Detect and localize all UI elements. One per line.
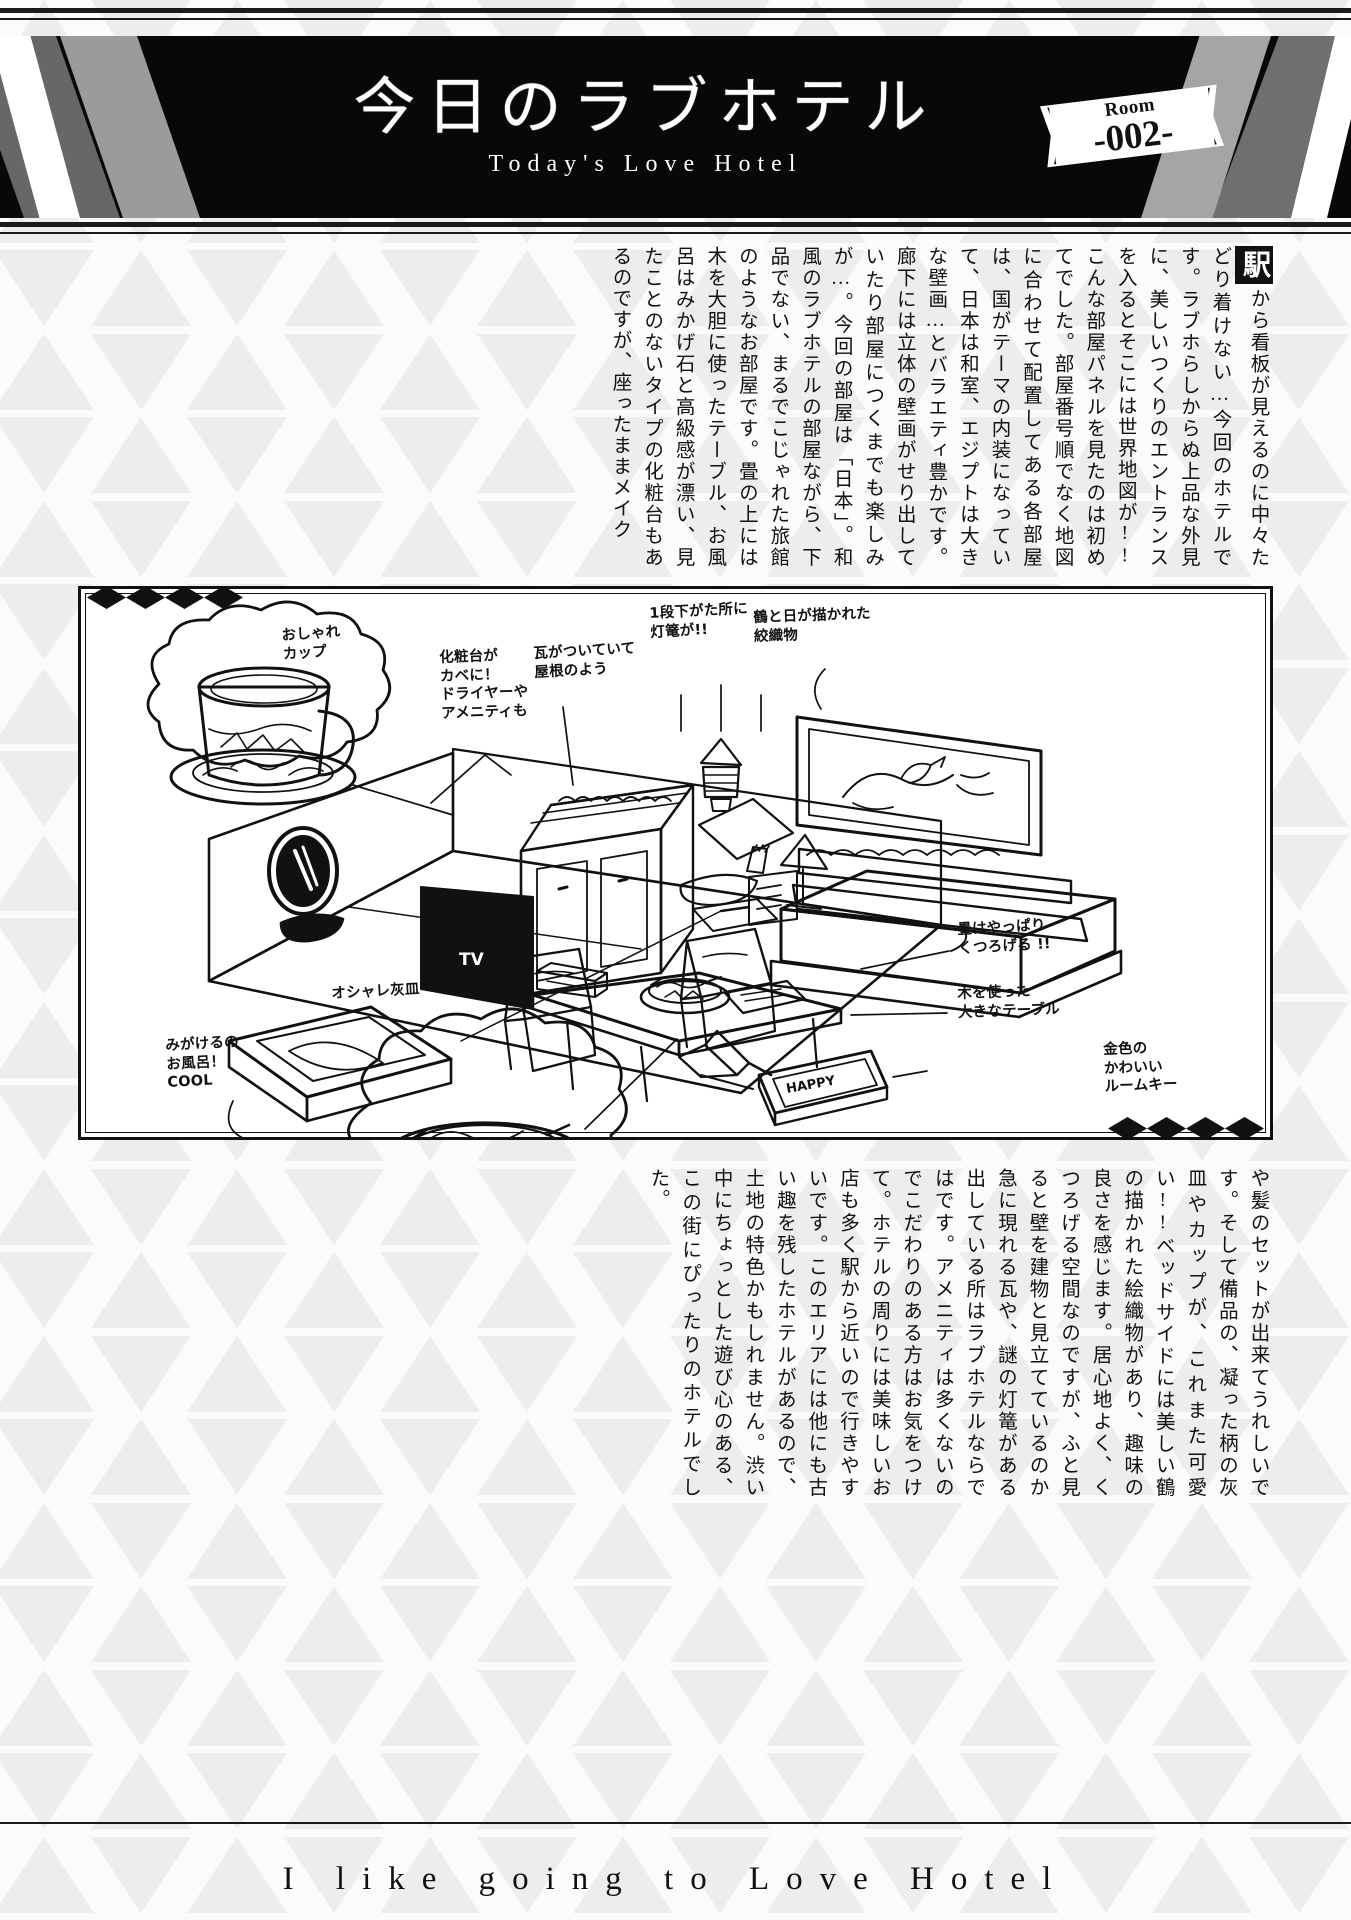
page-footer: I like going to Love Hotel [0, 1861, 1351, 1898]
article-top-body: から看板が見えるのに中々たどり着けない…今回のホテルです。ラブホらしからぬ上品な… [609, 246, 1268, 568]
footer-tagline: I like going to Love Hotel [282, 1861, 1069, 1897]
page-bottom-rule-thin [0, 1822, 1351, 1824]
annotation-cup: おしゃれ カップ [281, 623, 341, 663]
annotation-roof: 瓦がついていて 屋根のよう [533, 640, 636, 681]
diamond-icon [204, 586, 243, 609]
diamond-icon [87, 586, 126, 609]
page-title: 今日のラブホテル [353, 73, 938, 142]
page-top-rule-thick [0, 8, 1351, 13]
header-title-group: 今日のラブホテル Today's Love Hotel [0, 36, 1351, 218]
page-subtitle: Today's Love Hotel [488, 151, 803, 178]
annotation-tatami: 畳はやっぱり くつろげる !! [957, 917, 1052, 957]
article-text-bottom: や髪のセットが出来てうれしいです。そして備品の、凝った柄の灰皿やカップが、これま… [647, 1168, 1268, 1498]
annotation-textile: 鶴と日が描かれた 絞織物 [753, 605, 872, 645]
header-bottom-rule-thin [0, 232, 1351, 234]
badge-ticket-inner: Room -002- [1045, 74, 1218, 177]
article-dropcap: 駅 [1235, 246, 1273, 284]
diamond-icon [1225, 1117, 1264, 1140]
annotation-bath: みがけるの お風呂！ COOL [165, 1034, 240, 1092]
diamond-icon [165, 586, 204, 609]
annotation-vanity: 化粧台が カベに！ ドライヤーや アメニティも [439, 647, 529, 722]
diamond-icon [1147, 1117, 1186, 1140]
annotation-key: 金色の かわいい ルームキー [1103, 1040, 1178, 1096]
panel-diamond-decor-bottom-right [1108, 1117, 1264, 1140]
diamond-icon [1186, 1117, 1225, 1140]
annotation-table: 木を使った 大きなテーブル [957, 983, 1061, 1021]
panel-diamond-decor-top-left [87, 586, 243, 609]
illustration-panel: TV HAPPY おしゃれ カップ 化粧台が カベに！ ドライヤーや アメニティ… [78, 586, 1273, 1140]
page-top-rule-thin [0, 18, 1351, 20]
page-header: 今日のラブホテル Today's Love Hotel Room -002- [0, 36, 1351, 218]
panel-inner-rule [85, 593, 1266, 1133]
room-key-label: HAPPY [785, 1073, 837, 1096]
header-bottom-rule-thick [0, 222, 1351, 227]
diamond-icon [126, 586, 165, 609]
article-text-top: 駅から看板が見えるのに中々たどり着けない…今回のホテルです。ラブホらしからぬ上品… [261, 246, 1273, 568]
annotation-lantern: 1段下がた所に 灯篭が!! [649, 600, 749, 641]
hotel-room-sketch: TV HAPPY [146, 600, 1123, 1137]
tv-screen-label: TV [459, 950, 485, 970]
diamond-icon [1108, 1117, 1147, 1140]
